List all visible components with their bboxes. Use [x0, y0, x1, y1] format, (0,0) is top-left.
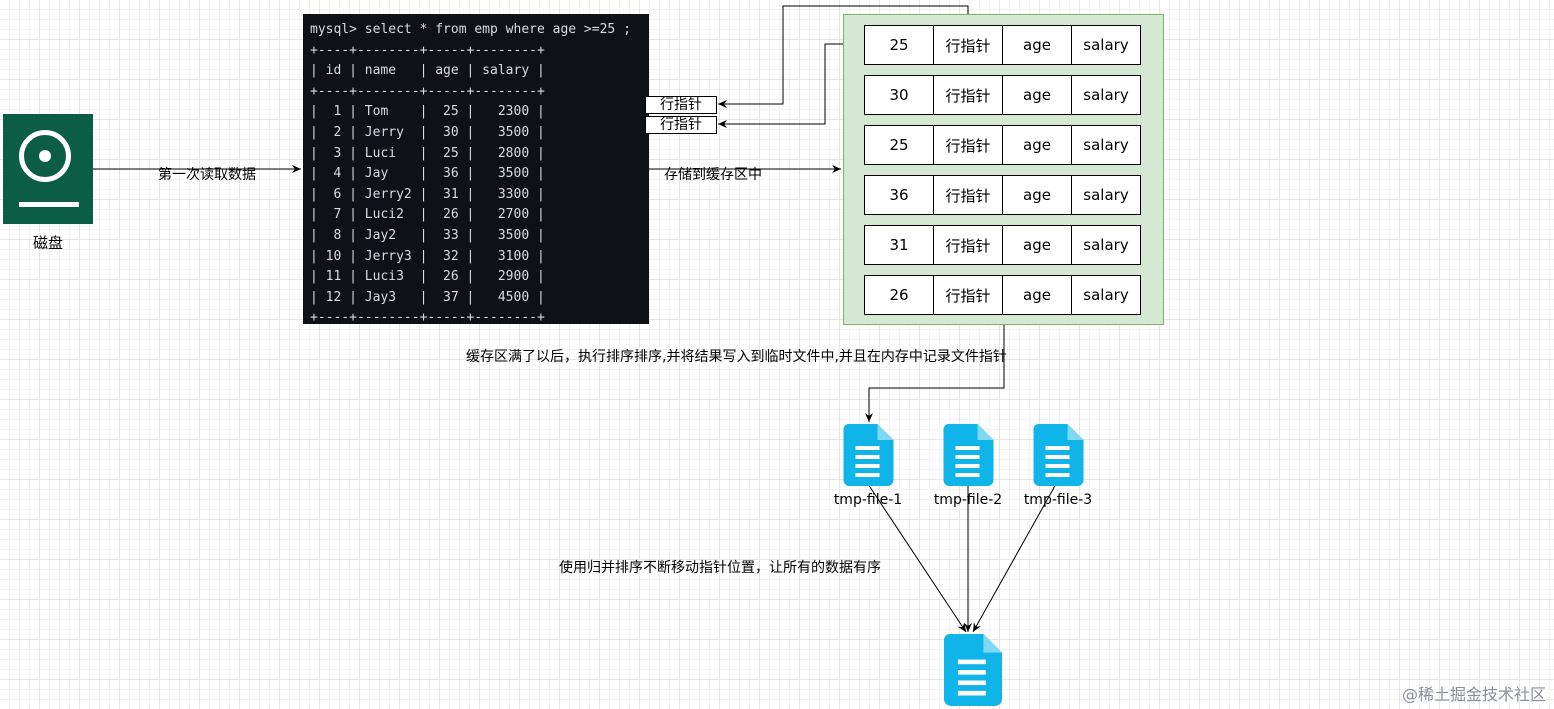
disk-icon [3, 114, 93, 224]
buffer-salary-column: salary [1071, 75, 1141, 115]
terminal-line: | id | name | age | salary | [310, 63, 545, 79]
terminal-line: +----+--------+-----+--------+ [310, 42, 545, 58]
terminal-line: | 7 | Luci2 | 26 | 2700 | [310, 207, 545, 223]
buffer-row-pointer: 行指针 [933, 225, 1003, 265]
arrow-buffer-to-files [865, 325, 1005, 422]
buffer-age-value: 26 [864, 275, 934, 315]
terminal-line: mysql> select * from emp where age >=25 … [310, 22, 631, 37]
store-buffer-label: 存储到缓存区中 [664, 167, 762, 183]
terminal-query-result: mysql> select * from emp where age >=25 … [303, 14, 649, 324]
buffer-age-column: age [1002, 275, 1072, 315]
buffer-row-pointer: 行指针 [933, 175, 1003, 215]
buffer-age-column: age [1002, 225, 1072, 265]
terminal-line: | 11 | Luci3 | 26 | 2900 | [310, 269, 545, 285]
tmp-file-label: tmp-file-3 [1023, 492, 1093, 508]
terminal-text: mysql> select * from emp where age >=25 … [310, 20, 649, 324]
merge-sort-label: 使用归并排序不断移动指针位置，让所有的数据有序 [559, 560, 881, 576]
terminal-line: +----+--------+-----+--------+ [310, 83, 545, 99]
buffer-salary-column: salary [1071, 125, 1141, 165]
tmp-file-label: tmp-file-1 [833, 492, 903, 508]
buffer-salary-column: salary [1071, 225, 1141, 265]
buffer-salary-column: salary [1071, 275, 1141, 315]
buffer-row-pointer: 行指针 [933, 75, 1003, 115]
buffer-age-value: 30 [864, 75, 934, 115]
terminal-line: | 3 | Luci | 25 | 2800 | [310, 145, 545, 161]
first-read-label: 第一次读取数据 [158, 167, 256, 183]
buffer-row-pointer: 行指针 [933, 275, 1003, 315]
buffer-salary-column: salary [1071, 25, 1141, 65]
disk-label: 磁盘 [32, 234, 63, 252]
tmp-file-document-icon [843, 424, 894, 486]
buffer-age-column: age [1002, 175, 1072, 215]
terminal-line: | 10 | Jerry3 | 32 | 3100 | [310, 248, 545, 264]
tmp-file-label: tmp-file-2 [933, 492, 1003, 508]
buffer-age-value: 25 [864, 125, 934, 165]
tmp-file-document-icon [1033, 424, 1084, 486]
buffer-age-column: age [1002, 125, 1072, 165]
buffer-age-value: 36 [864, 175, 934, 215]
terminal-line: +----+--------+-----+--------+ [310, 310, 545, 324]
row-pointer-box: 行指针 [645, 116, 717, 134]
buffer-age-value: 25 [864, 25, 934, 65]
terminal-line: | 12 | Jay3 | 37 | 4500 | [310, 289, 545, 305]
arrow-file1-to-result [867, 483, 967, 633]
terminal-line: | 1 | Tom | 25 | 2300 | [310, 104, 545, 120]
buffer-age-value: 31 [864, 225, 934, 265]
buffer-salary-column: salary [1071, 175, 1141, 215]
terminal-line: | 4 | Jay | 36 | 3500 | [310, 166, 545, 182]
terminal-line: | 6 | Jerry2 | 31 | 3300 | [310, 186, 545, 202]
buffer-row-pointer: 行指针 [933, 25, 1003, 65]
tmp-file-document-icon [943, 424, 994, 486]
arrow-file3-to-result [972, 483, 1057, 633]
terminal-line: | 2 | Jerry | 30 | 3500 | [310, 124, 545, 140]
buffer-age-column: age [1002, 75, 1072, 115]
buffer-full-label: 缓存区满了以后，执行排序排序,并将结果写入到临时文件中,并且在内存中记录文件指针 [466, 349, 1007, 365]
buffer-row-pointer: 行指针 [933, 125, 1003, 165]
row-pointer-box: 行指针 [645, 96, 717, 114]
watermark: @稀土掘金技术社区 [1401, 685, 1546, 704]
result-document-icon [944, 634, 1002, 706]
terminal-line: | 8 | Jay2 | 33 | 3500 | [310, 227, 545, 243]
buffer-age-column: age [1002, 25, 1072, 65]
